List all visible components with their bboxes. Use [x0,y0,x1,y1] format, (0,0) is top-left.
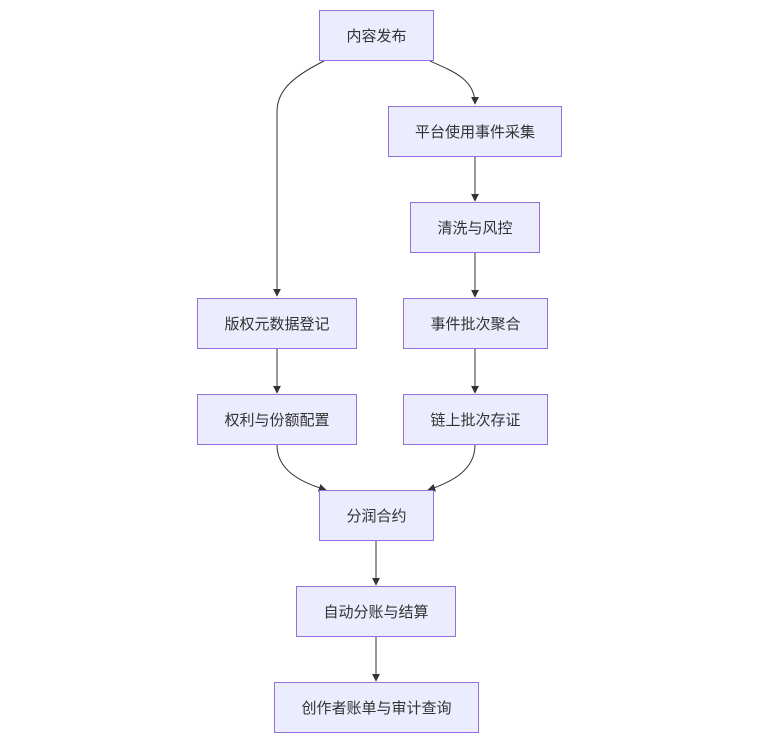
node-rights-share-config: 权利与份额配置 [197,394,357,445]
node-event-collection: 平台使用事件采集 [388,106,562,157]
node-creator-billing-audit: 创作者账单与审计查询 [274,682,479,733]
node-auto-settlement: 自动分账与结算 [296,586,456,637]
edge-publish-collect [429,60,479,105]
node-copyright-registration: 版权元数据登记 [197,298,357,349]
node-onchain-batch-proof: 链上批次存证 [403,394,548,445]
node-revenue-contract: 分润合约 [319,490,434,541]
edge-publish-register [273,60,325,297]
node-clean-risk-control: 清洗与风控 [410,202,540,253]
edge-rights-contract [276,444,327,492]
edge-onchain-contract [427,444,476,492]
node-content-publish: 内容发布 [319,10,434,61]
node-event-batch-aggregation: 事件批次聚合 [403,298,548,349]
